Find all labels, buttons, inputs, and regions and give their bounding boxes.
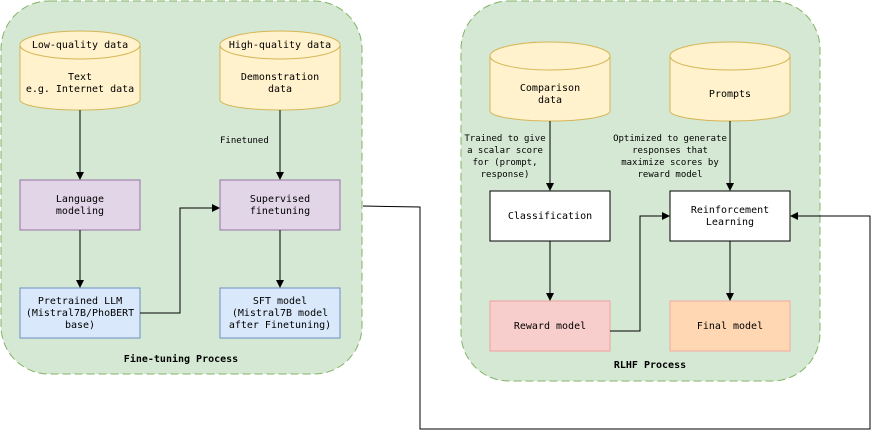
svg-text:response): response) <box>481 170 530 180</box>
classification-line1: Classification <box>508 211 592 222</box>
low-quality-title: Low-quality data <box>32 40 128 51</box>
svg-text:Trained to give: Trained to give <box>464 134 545 144</box>
language-modeling-box: Language modeling <box>19 179 141 231</box>
high-quality-data-cylinder: High-quality data Demonstration data <box>219 30 341 111</box>
prompts-cylinder: Prompts <box>669 41 791 122</box>
comparison-line1: Comparison <box>520 83 580 94</box>
high-quality-line1: Demonstration <box>241 72 319 83</box>
optimized-label: Optimized to generate responses that max… <box>613 134 727 180</box>
high-quality-line2: data <box>268 84 292 95</box>
low-quality-data-cylinder: Low-quality data Text e.g. Internet data <box>19 30 141 111</box>
final-model-line1: Final model <box>697 321 763 332</box>
prompts-line1: Prompts <box>709 89 751 100</box>
pretrained-llm-line2: (Mistral7B/PhoBERT <box>26 308 134 319</box>
sft-model-line2: (Mistral7B model <box>232 308 328 319</box>
rlhf-process-title: RLHF Process <box>614 360 686 371</box>
reward-model-line1: Reward model <box>514 321 586 332</box>
svg-text:maximize scores by: maximize scores by <box>621 158 719 168</box>
reward-model-box: Reward model <box>489 300 611 352</box>
finetuned-label: Finetuned <box>220 136 269 146</box>
supervised-finetuning-line2: finetuning <box>250 206 310 217</box>
svg-text:Optimized to generate: Optimized to generate <box>613 134 727 144</box>
sft-model-line3: after Finetuning) <box>229 320 331 331</box>
arrow-supervised-to-reinforcement <box>362 205 871 430</box>
reinforcement-line1: Reinforcement <box>691 205 769 216</box>
svg-text:for (prompt,: for (prompt, <box>472 158 537 168</box>
final-model-box: Final model <box>669 300 791 352</box>
supervised-finetuning-box: Supervised finetuning <box>219 179 341 231</box>
svg-text:reward model: reward model <box>637 170 702 180</box>
low-quality-line1: Text <box>68 72 92 83</box>
high-quality-title: High-quality data <box>229 40 331 51</box>
svg-text:a scalar score: a scalar score <box>467 146 543 156</box>
arrow-pretrained-to-supervised <box>140 204 220 314</box>
pretrained-llm-line1: Pretrained LLM <box>38 296 122 307</box>
reinforcement-learning-box: Reinforcement Learning <box>669 190 791 242</box>
low-quality-line2: e.g. Internet data <box>26 84 134 95</box>
comparison-line2: data <box>538 95 562 106</box>
supervised-finetuning-line1: Supervised <box>250 194 310 205</box>
language-modeling-line1: Language <box>56 194 104 205</box>
finetuning-process-title: Fine-tuning Process <box>124 353 238 365</box>
comparison-data-cylinder: Comparison data <box>489 41 611 122</box>
sft-model-box: SFT model (Mistral7B model after Finetun… <box>219 287 341 339</box>
trained-label: Trained to give a scalar score for (prom… <box>464 134 545 180</box>
reinforcement-line2: Learning <box>706 217 754 228</box>
arrow-reward-to-reinforcement <box>610 212 670 332</box>
svg-text:responses that: responses that <box>632 146 708 156</box>
pretrained-llm-line3: base) <box>65 320 95 331</box>
classification-box: Classification <box>489 190 611 242</box>
language-modeling-line2: modeling <box>56 206 104 217</box>
sft-model-line1: SFT model <box>253 296 307 307</box>
pretrained-llm-box: Pretrained LLM (Mistral7B/PhoBERT base) <box>19 287 141 339</box>
